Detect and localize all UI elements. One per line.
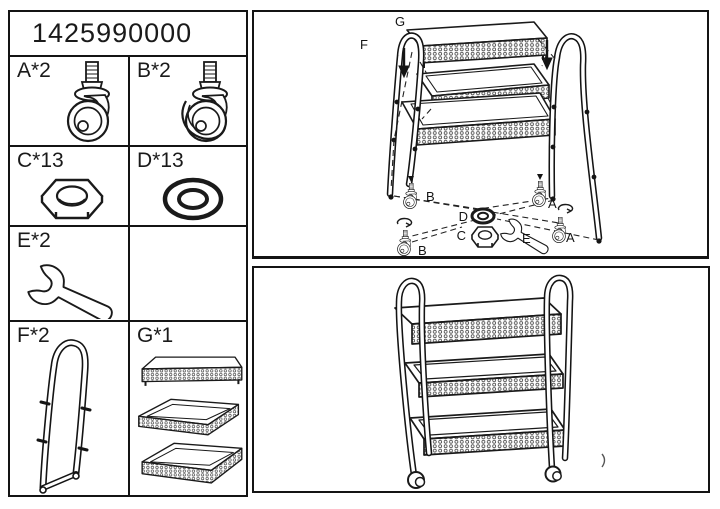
label-g: G [395, 14, 405, 29]
part-cell-g: G*1 [130, 322, 246, 495]
label-c: C [457, 228, 466, 243]
side-frame-icon [36, 339, 92, 494]
wrench-icon [24, 260, 121, 319]
cart-frames [395, 274, 574, 486]
tray-set-icon [138, 356, 243, 484]
part-cell-d: D*13 [130, 147, 246, 227]
exploded-trays [401, 21, 556, 146]
exploded-hardware [470, 207, 554, 256]
part-code-b: B*2 [137, 59, 171, 82]
label-b2: B [418, 243, 427, 256]
label-d: D [459, 209, 468, 224]
part-code-f: F*2 [17, 324, 50, 347]
model-number: 1425990000 [32, 18, 193, 48]
cart-casters [407, 465, 562, 489]
model-number-cell: 1425990000 [10, 12, 246, 57]
part-cell-a: A*2 [10, 57, 130, 147]
nut-icon [40, 178, 104, 220]
label-f: F [360, 37, 368, 52]
squiggle-mark [601, 453, 606, 468]
exploded-view-diagram: G F B B A A D C E [360, 14, 603, 256]
washer-icon [162, 177, 224, 221]
empty-cell [130, 227, 246, 322]
caster-brake-icon [181, 61, 229, 143]
part-code-a: A*2 [17, 59, 51, 82]
cart-baskets [394, 297, 566, 456]
label-e: E [522, 231, 531, 246]
part-cell-f: F*2 [10, 322, 130, 495]
exploded-view-panel: G F B B A A D C E [252, 10, 709, 259]
part-code-d: D*13 [137, 149, 184, 172]
parts-table: 1425990000 A*2 B*2 C*13 D*13 [8, 10, 248, 497]
part-code-c: C*13 [17, 149, 64, 172]
caster-icon [66, 61, 111, 143]
part-code-g: G*1 [137, 324, 174, 347]
label-b1: B [426, 189, 435, 204]
exploded-casters [396, 174, 574, 256]
label-a1: A [548, 196, 557, 211]
part-cell-c: C*13 [10, 147, 130, 227]
assembled-cart-panel [252, 266, 710, 493]
part-code-e: E*2 [17, 229, 51, 252]
part-cell-b: B*2 [130, 57, 246, 147]
label-a2: A [566, 230, 575, 245]
assembled-cart-diagram [394, 274, 606, 489]
part-cell-e: E*2 [10, 227, 130, 322]
exploded-frames [386, 32, 603, 244]
